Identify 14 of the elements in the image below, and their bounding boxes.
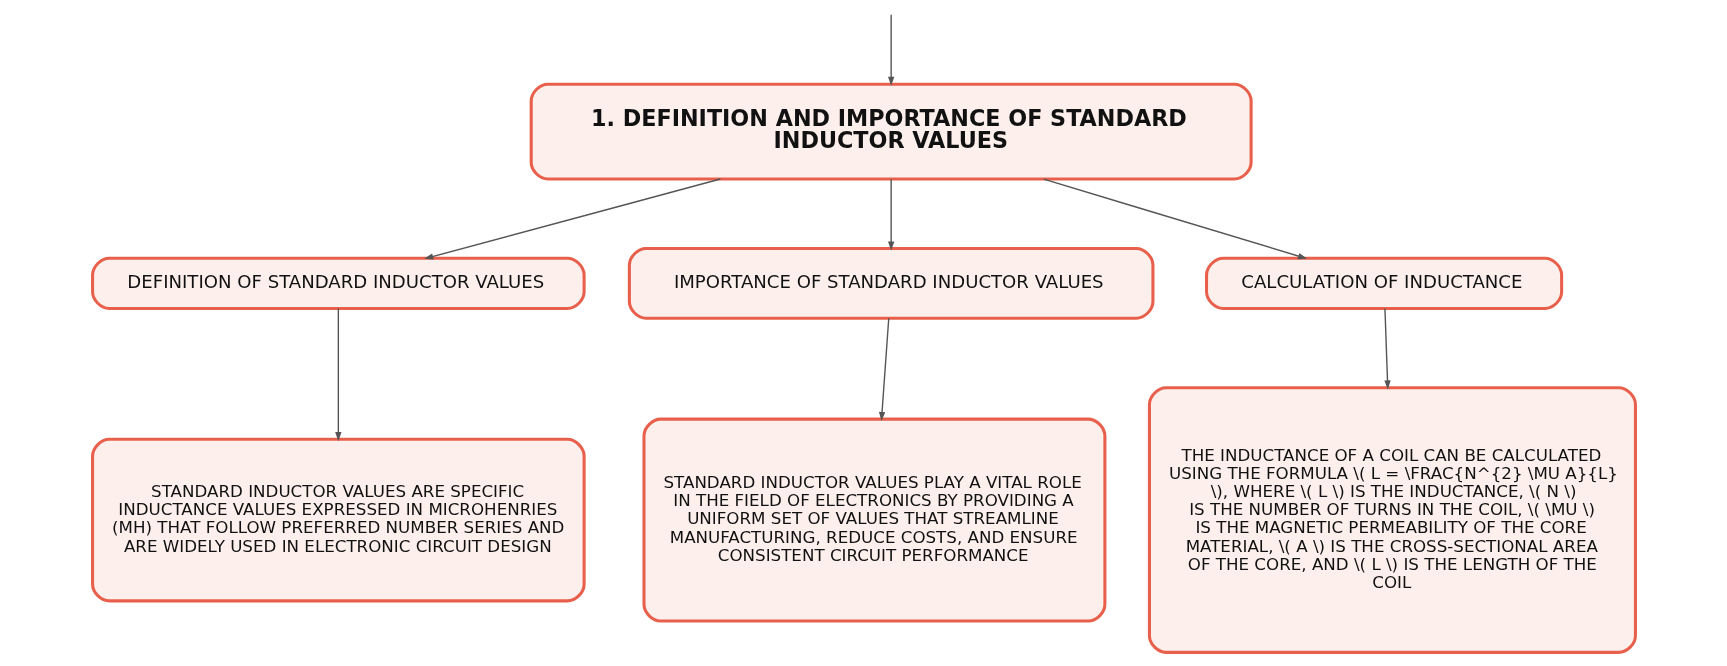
arrow [887, 178, 894, 251]
arrow [878, 317, 889, 422]
node-box: IMPORTANCE OF STANDARD INDUCTOR VALUES [627, 247, 1154, 320]
node-box: STANDARD INDUCTOR VALUES ARE SPECIFIC INDUCTANCE VALUES EXPRESSED IN MICROHENRIES (MH) THAT FOLLOW PREFERRED NUMBER SERIES AND ARE WIDELY USED IN ELECTRONIC CIRCUIT DESIGN [90, 437, 586, 603]
node-box: DEFINITION OF STANDARD INDUCTOR VALUES [90, 256, 586, 310]
node-box: CALCULATION OF INDUCTANCE [1204, 256, 1563, 310]
node-box: THE INDUCTANCE OF A COIL CAN BE CALCULATED USING THE FORMULA \( L = \FRAC{N^{2} \MU A}{L} \), WHERE \( L \) IS THE INDUCTANCE, \( N \) IS THE NUMBER OF TURNS IN THE COIL, \( \MU \) IS THE MAGNETIC PERMEABILITY OF THE CORE MATERIAL, \( A \) IS THE CROSS-SECTIONAL AREA OF THE CORE, AND \( L \) IS THE LENGTH OF THE COIL [1147, 386, 1637, 654]
node-box: 1. DEFINITION AND IMPORTANCE OF STANDARD INDUCTOR VALUES [529, 82, 1253, 181]
arrow [423, 178, 721, 260]
arrow [887, 14, 894, 86]
arrow [1042, 178, 1307, 260]
arrow [1383, 307, 1391, 390]
arrow [334, 307, 342, 442]
node-box: STANDARD INDUCTOR VALUES PLAY A VITAL ROLE IN THE FIELD OF ELECTRONICS BY PROVIDING A UNIFORM SET OF VALUES THAT STREAMLINE MANUFACTURING, REDUCE COSTS, AND ENSURE CONSISTENT CIRCUIT PERFORMANCE [641, 417, 1106, 623]
